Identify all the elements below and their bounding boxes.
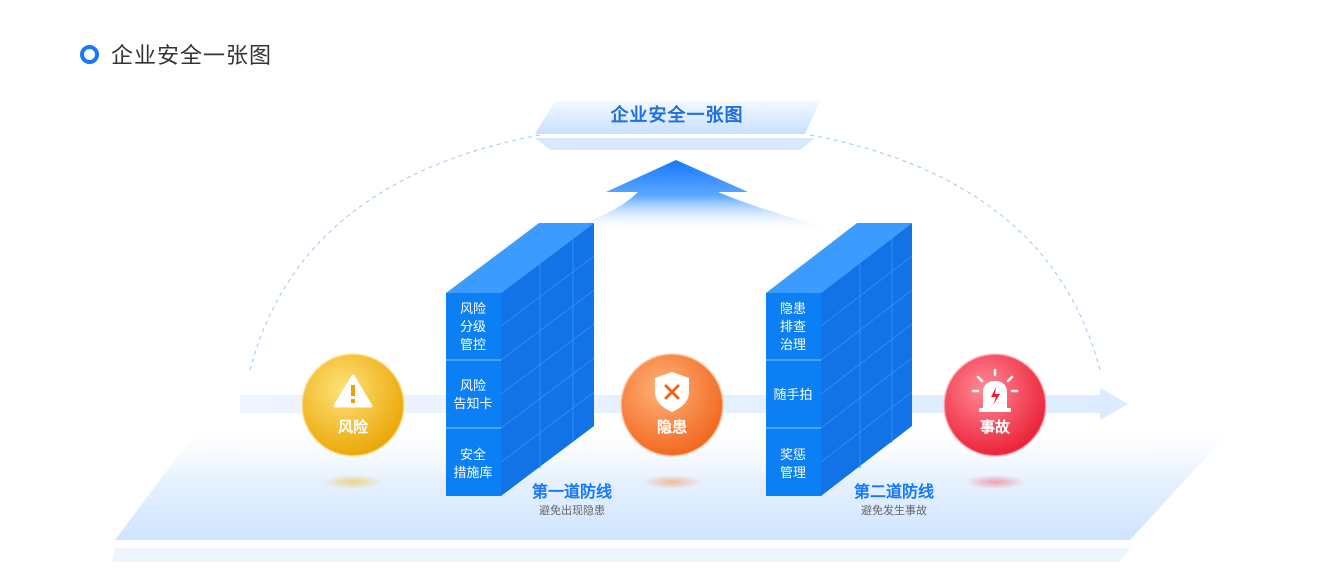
wall1-title: 第一道防线 xyxy=(531,482,612,501)
wall1-segment-3: 安全措施库 xyxy=(453,448,493,481)
wall2-subtitle: 避免发生事故 xyxy=(861,504,927,517)
wall1-segment-1: 风险分级管控 xyxy=(459,302,486,353)
wall1-subtitle: 避免出现隐患 xyxy=(539,504,605,517)
warning-icon xyxy=(333,374,373,408)
wall2-segment-2: 随手拍 xyxy=(773,388,813,403)
orb-accident-label: 事故 xyxy=(979,418,1010,436)
orb-hazard-label: 隐患 xyxy=(656,418,687,436)
wall2-title: 第二道防线 xyxy=(853,482,934,501)
shadow-risk xyxy=(323,475,383,489)
circle-bullet-icon xyxy=(80,44,99,64)
wall2-segment-3: 奖惩管理 xyxy=(779,448,806,481)
wall2-segment-1: 隐患排查治理 xyxy=(779,302,806,353)
alarm-icon xyxy=(971,368,1019,412)
banner-title: 企业安全一张图 xyxy=(610,105,744,126)
shadow-hazard xyxy=(642,475,702,489)
wall-first-defense xyxy=(446,223,595,496)
wall-second-defense xyxy=(766,223,913,496)
shield-x-icon xyxy=(655,372,689,412)
orb-risk-label: 风险 xyxy=(337,418,368,436)
wall1-segment-2: 风险告知卡 xyxy=(453,379,493,412)
section-header: 企业安全一张图 xyxy=(80,38,272,70)
orb-hazard xyxy=(620,353,724,457)
orb-accident xyxy=(943,353,1047,457)
orb-risk xyxy=(301,353,405,457)
section-title: 企业安全一张图 xyxy=(111,44,273,69)
shadow-accident xyxy=(965,475,1025,489)
